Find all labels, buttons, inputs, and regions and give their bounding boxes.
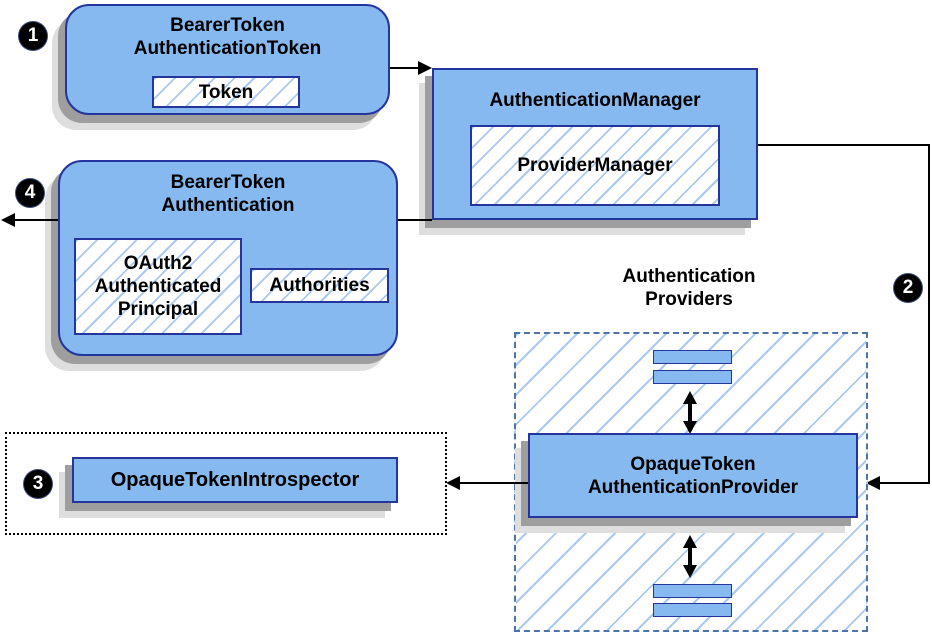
step-1-badge: 1	[19, 22, 47, 50]
flow2-right-line	[928, 144, 930, 484]
bearer-token-authentication-token-title: BearerToken AuthenticationToken	[67, 6, 388, 60]
token-label: Token	[198, 81, 254, 103]
bearer-token-authentication-node: BearerToken Authentication OAuth2 Authen…	[58, 160, 398, 356]
flow4-arrowhead-left-icon	[1, 213, 15, 227]
step-4-badge: 4	[16, 179, 44, 207]
bearer-token-authentication-token-node: BearerToken AuthenticationToken Token	[65, 4, 390, 115]
flow3-line	[460, 482, 528, 484]
flow2-arrowhead-left-icon	[866, 476, 880, 490]
provider-list-item-bar	[653, 370, 732, 384]
step-2-badge: 2	[894, 274, 922, 302]
authorities-subnode: Authorities	[250, 268, 389, 303]
double-arrow-up-icon	[683, 535, 697, 548]
flow2-bottom-line	[880, 482, 930, 484]
double-arrow-down-icon	[683, 565, 697, 578]
provider-manager-label: ProviderManager	[517, 155, 673, 176]
title-line: AuthenticationToken	[133, 38, 322, 59]
caption-line: Authentication	[622, 266, 756, 287]
double-arrow-up-icon	[683, 391, 697, 404]
title-line: AuthenticationProvider	[587, 476, 799, 498]
provider-manager-subnode: ProviderManager	[470, 125, 720, 206]
title-line: BearerToken	[170, 15, 285, 36]
flow1-arrowhead-right-icon	[418, 61, 432, 75]
bearer-token-authentication-title: BearerToken Authentication	[60, 162, 396, 217]
step-3-badge: 3	[24, 470, 52, 498]
authentication-manager-node: AuthenticationManager ProviderManager	[432, 68, 758, 220]
authorities-label: Authorities	[269, 275, 370, 296]
manager-to-authentication-line	[398, 219, 432, 221]
authentication-providers-container: OpaqueToken AuthenticationProvider	[514, 332, 868, 632]
caption-line: Providers	[645, 289, 733, 310]
double-arrow-shaft	[688, 403, 692, 423]
flow2-top-line	[758, 144, 930, 146]
flow1-to-manager-line	[390, 67, 419, 69]
oauth2-authenticated-principal-subnode: OAuth2 Authenticated Principal	[74, 238, 242, 335]
opaque-token-introspector-node: OpaqueTokenIntrospector	[72, 457, 398, 503]
principal-line: Principal	[117, 299, 199, 320]
authentication-providers-caption: Authentication Providers	[564, 265, 814, 311]
opaque-token-authentication-provider-node: OpaqueToken AuthenticationProvider	[528, 433, 858, 518]
authentication-manager-title: AuthenticationManager	[489, 90, 701, 111]
title-line: OpaqueToken	[630, 453, 756, 475]
title-line: Authentication	[161, 195, 295, 216]
opaque-token-introspector-label: OpaqueTokenIntrospector	[110, 468, 360, 491]
double-arrow-shaft	[688, 547, 692, 567]
token-subnode: Token	[152, 76, 300, 108]
principal-line: Authenticated	[94, 276, 222, 297]
provider-list-item-bar	[653, 603, 732, 617]
provider-list-item-bar	[653, 350, 732, 364]
provider-list-item-bar	[653, 584, 732, 598]
double-arrow-down-icon	[683, 421, 697, 434]
title-line: BearerToken	[170, 172, 286, 193]
principal-line: OAuth2	[123, 253, 193, 274]
flow4-outgoing-line	[15, 219, 58, 221]
flow3-arrowhead-left-icon	[446, 476, 460, 490]
